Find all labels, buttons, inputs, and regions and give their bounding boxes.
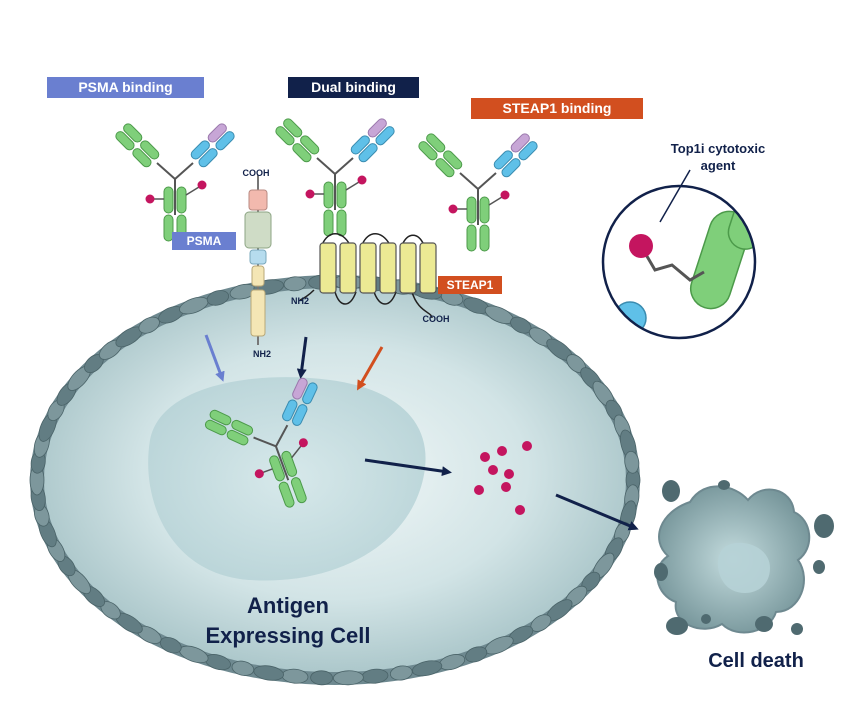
svg-text:NH2: NH2 <box>253 349 271 359</box>
antibody-icon <box>114 122 236 241</box>
svg-text:NH2: NH2 <box>291 296 309 306</box>
antibody-icon <box>274 117 396 236</box>
steap1-binding-label: STEAP1 binding <box>471 98 643 119</box>
membrane-segment <box>310 670 332 685</box>
psma-binding-label: PSMA binding <box>47 77 204 98</box>
steap1-label: STEAP1 <box>438 276 502 294</box>
svg-text:STEAP1 binding: STEAP1 binding <box>503 100 612 116</box>
payload-label-line2: agent <box>701 158 736 173</box>
svg-text:PSMA: PSMA <box>187 234 222 248</box>
cell-label-line2: Expressing Cell <box>205 623 370 648</box>
svg-text:COOH: COOH <box>243 168 270 178</box>
dying-cell-icon <box>654 480 834 635</box>
svg-text:Dual binding: Dual binding <box>311 79 396 95</box>
cell-label-line1: Antigen <box>247 593 329 618</box>
psma-label: PSMA <box>172 232 236 250</box>
svg-text:COOH: COOH <box>423 314 450 324</box>
dual-binding-label: Dual binding <box>288 77 419 98</box>
payload-inset <box>603 170 778 338</box>
payload-label-line1: Top1i cytotoxic <box>671 141 765 156</box>
antibody-icon <box>417 132 539 251</box>
svg-text:STEAP1: STEAP1 <box>447 278 494 292</box>
svg-text:PSMA binding: PSMA binding <box>78 79 172 95</box>
cell-death-label: Cell death <box>708 650 804 672</box>
